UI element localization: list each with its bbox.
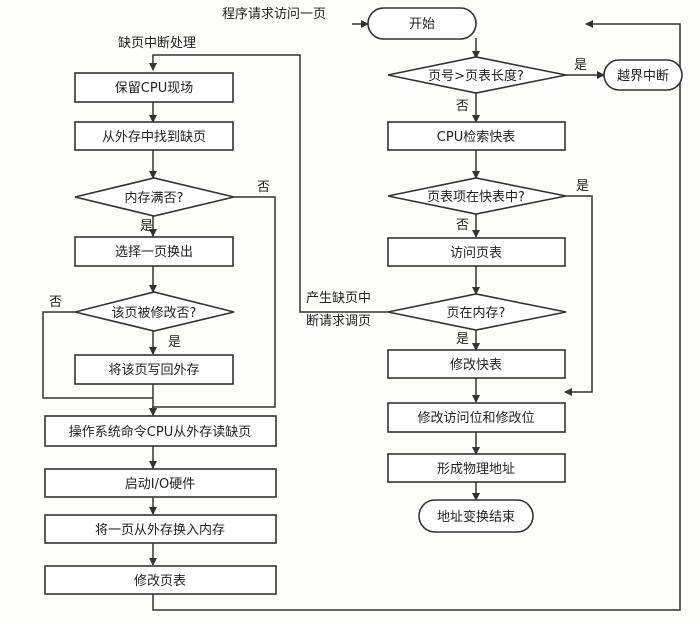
save-cpu-box <box>74 72 234 103</box>
out-of-bounds-terminal <box>603 59 683 91</box>
load-page-box <box>44 514 277 544</box>
decision-modified <box>74 291 235 332</box>
write-back-label: 将该页写回外存 <box>108 363 199 378</box>
d1-yes-label: 是 <box>574 58 587 73</box>
decision-in-memory <box>387 293 567 331</box>
page-fault-request-line2: 断请求调页 <box>306 314 371 329</box>
page-fault-title: 缺页中断处理 <box>118 36 196 51</box>
d5-yes-label: 是 <box>168 335 181 350</box>
os-command-box <box>44 415 277 447</box>
arrow-d5-no <box>42 311 153 399</box>
entry-label: 程序请求访问一页 <box>222 7 326 22</box>
os-command-label: 操作系统命令CPU从外存读缺页 <box>69 424 251 440</box>
modify-tlb-label: 修改快表 <box>450 358 502 373</box>
decision-in-tlb-label: 页表项在快表中? <box>427 190 525 205</box>
decision-memory-full <box>74 177 235 217</box>
load-page-label: 将一页从外存换入内存 <box>95 522 225 538</box>
decision-page-number <box>387 56 567 94</box>
modify-tlb-box <box>387 349 566 379</box>
d1-no-label: 否 <box>456 99 469 114</box>
modify-page-table-label: 修改页表 <box>134 574 186 589</box>
end-terminal <box>418 499 534 533</box>
form-address-box <box>387 453 566 483</box>
access-page-table-label: 访问页表 <box>450 246 502 261</box>
arrow-loop-back-to-start <box>152 20 681 611</box>
modify-bits-label: 修改访问位和修改位 <box>417 411 534 426</box>
find-page-label: 从外存中找到缺页 <box>102 130 206 145</box>
d2-yes-label: 是 <box>576 179 589 194</box>
decision-in-memory-label: 页在内存? <box>447 305 506 321</box>
form-address-label: 形成物理地址 <box>437 462 515 477</box>
select-page-label: 选择一页换出 <box>115 245 193 260</box>
cpu-search-tlb-box <box>387 121 566 151</box>
d5-no-label: 否 <box>49 295 62 310</box>
d3-yes-label: 是 <box>456 332 469 347</box>
out-of-bounds-label: 越界中断 <box>617 69 669 84</box>
d4-no-label: 否 <box>257 180 270 195</box>
decision-page-number-label: 页号>页表长度? <box>428 68 524 84</box>
find-page-box <box>74 121 234 151</box>
arrow-d2-yes <box>564 195 593 396</box>
start-io-label: 启动I/O硬件 <box>125 477 195 492</box>
access-page-table-box <box>387 237 566 267</box>
modify-page-table-box <box>44 565 277 595</box>
save-cpu-label: 保留CPU现场 <box>115 81 193 96</box>
decision-memory-full-label: 内存满否? <box>125 190 184 206</box>
cpu-search-tlb-label: CPU检索快表 <box>437 130 515 145</box>
end-label: 地址变换结束 <box>437 509 515 525</box>
d2-no-label: 否 <box>456 218 469 233</box>
page-fault-request-line1: 产生缺页中 <box>306 291 371 306</box>
select-page-box <box>74 236 234 267</box>
decision-in-tlb <box>387 177 567 215</box>
write-back-box <box>74 354 234 385</box>
start-label: 开始 <box>409 17 435 32</box>
start-io-box <box>44 468 277 498</box>
decision-modified-label: 该页被修改否? <box>112 306 197 321</box>
arrow-d3-no-page-fault <box>149 54 388 313</box>
d4-yes-label: 是 <box>140 219 153 234</box>
modify-bits-box <box>387 402 566 433</box>
start-terminal <box>367 7 477 40</box>
connectors <box>42 20 681 611</box>
